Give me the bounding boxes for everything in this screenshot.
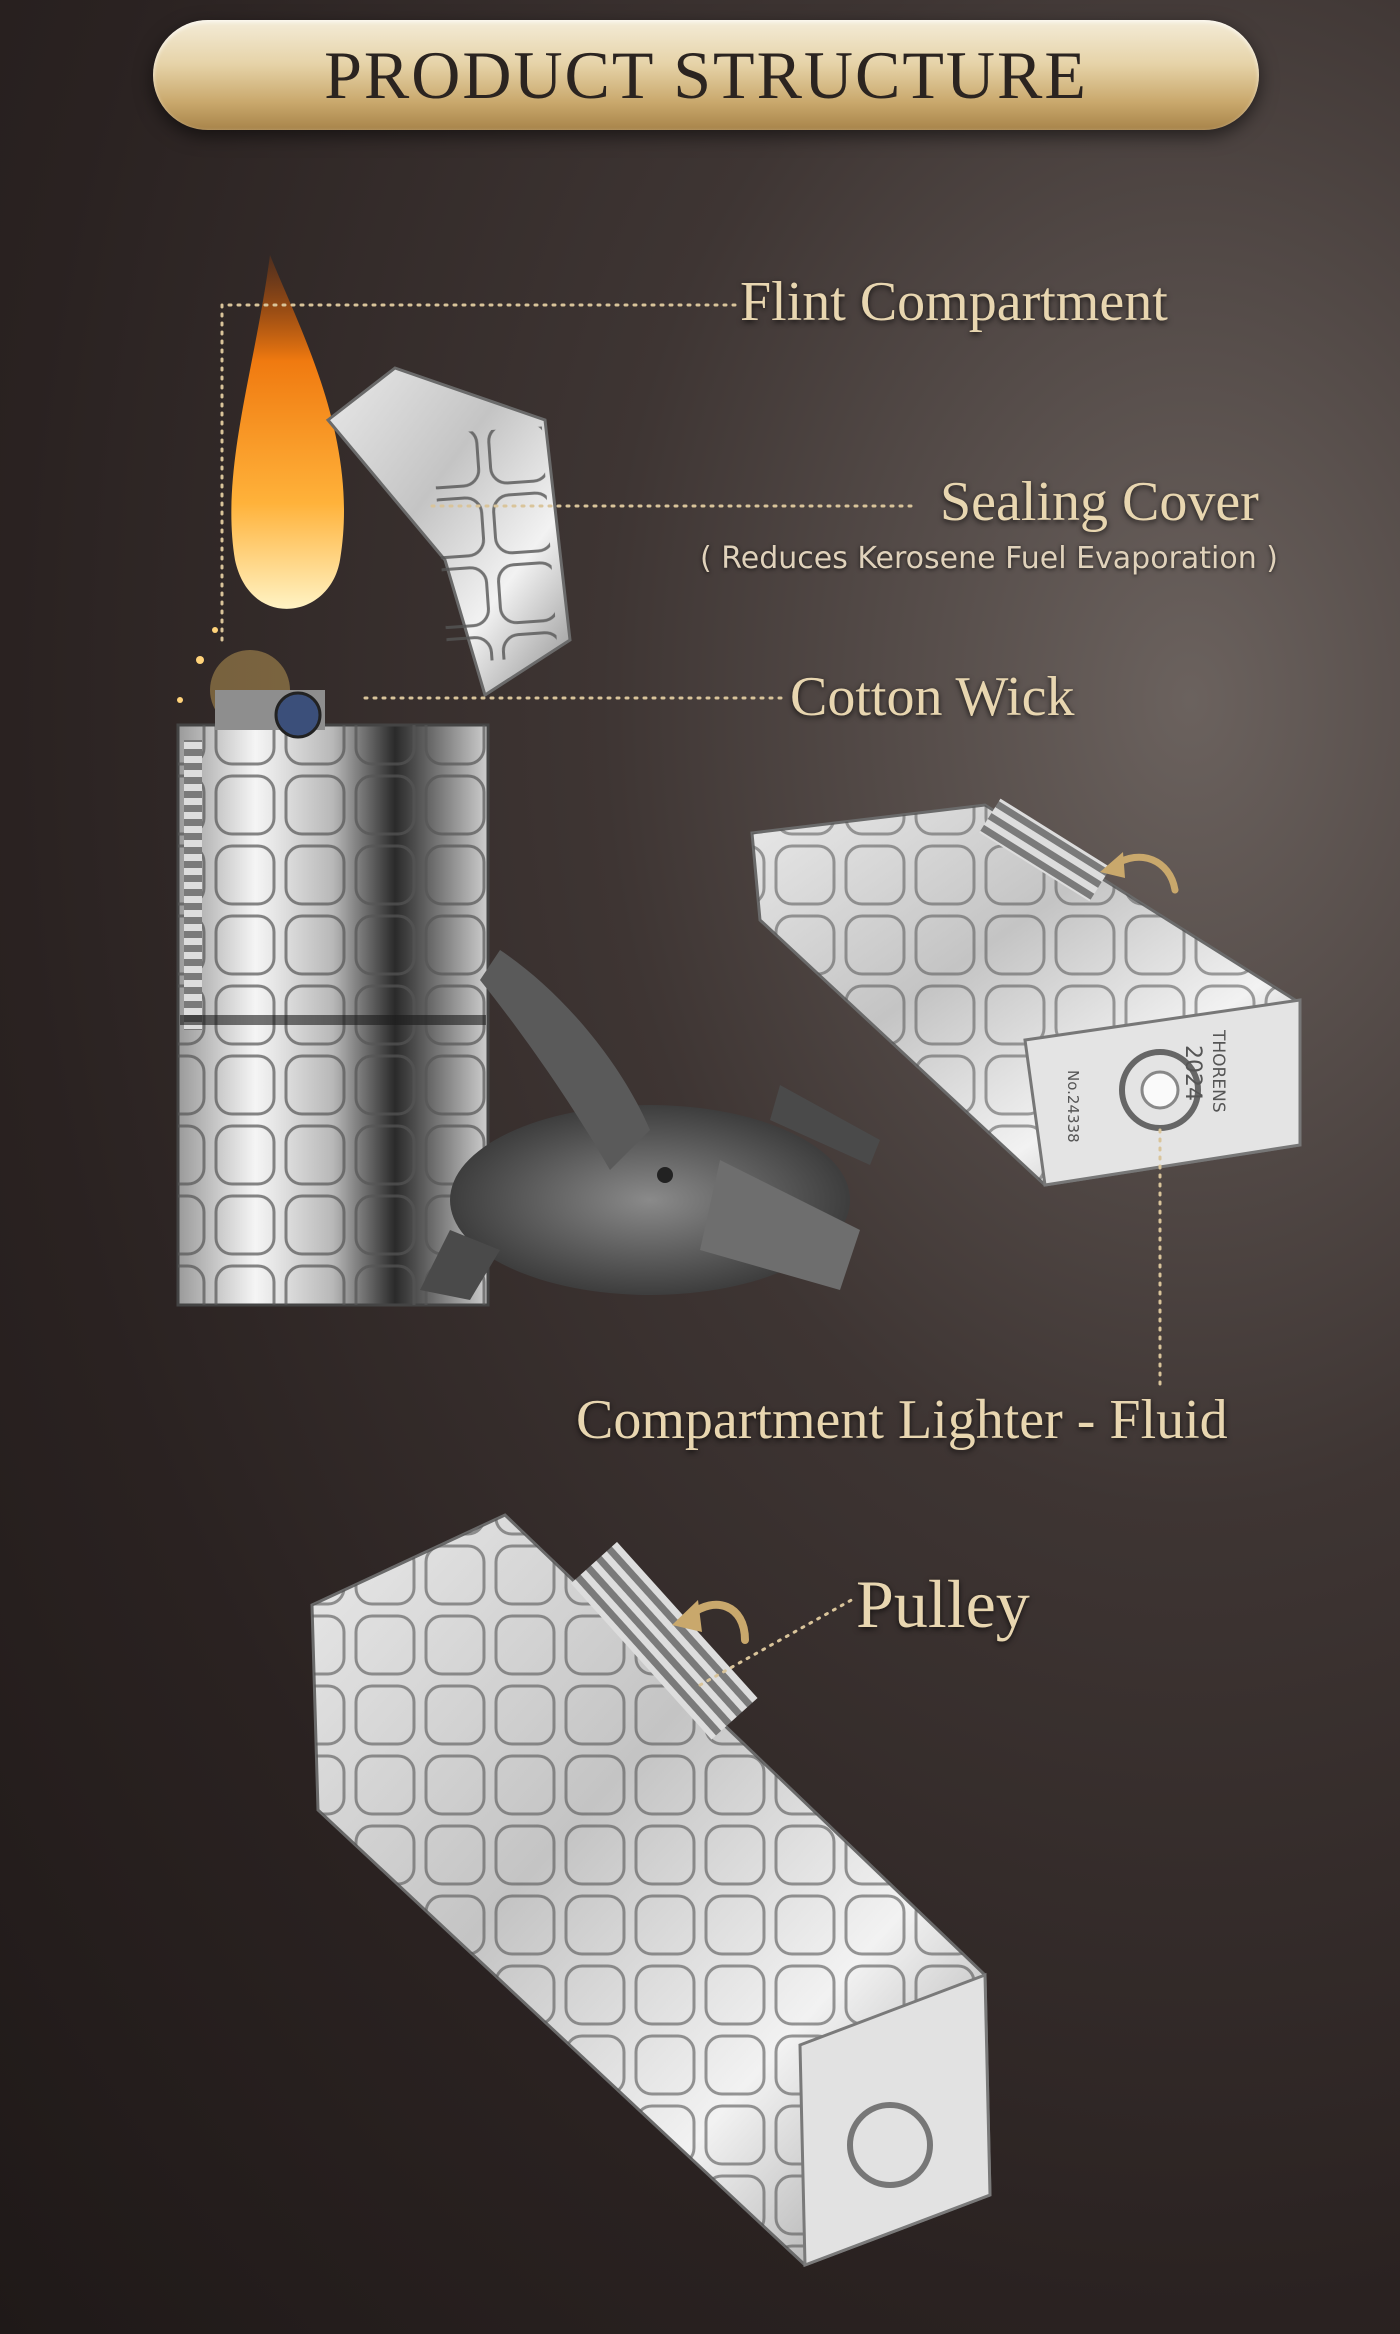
rotate-arrow-icon-pulley xyxy=(672,1600,749,1644)
sealing-cover-note: ( Reduces Kerosene Fuel Evaporation ) xyxy=(700,541,1278,576)
flint-compartment-label: Flint Compartment xyxy=(740,271,1168,333)
title-banner: PRODUCT STRUCTURE xyxy=(153,20,1259,130)
flame-icon xyxy=(177,255,344,730)
engraving-serial: No.24338 xyxy=(1064,1070,1082,1143)
leader-pulley xyxy=(698,1596,857,1687)
pulley-label: Pulley xyxy=(856,1566,1030,1642)
sealing-cover-label: Sealing Cover xyxy=(940,471,1259,533)
rotate-arrow-icon xyxy=(1100,852,1179,894)
crocodile-figure xyxy=(420,950,880,1300)
leader-lines xyxy=(220,303,1162,1687)
lighter-lid xyxy=(325,366,572,698)
page-title: PRODUCT STRUCTURE xyxy=(324,36,1088,113)
engraving-brand: THORENS xyxy=(1208,1030,1228,1113)
upright-lighter xyxy=(176,690,490,1307)
cotton-wick-label: Cotton Wick xyxy=(790,666,1075,728)
fluid-compartment-label: Compartment Lighter - Fluid xyxy=(576,1389,1228,1451)
lying-lighter xyxy=(750,798,1302,1187)
leader-flint xyxy=(220,303,740,642)
bottom-lighter xyxy=(310,1513,992,2268)
engraving-year: 2024 xyxy=(1180,1045,1205,1101)
